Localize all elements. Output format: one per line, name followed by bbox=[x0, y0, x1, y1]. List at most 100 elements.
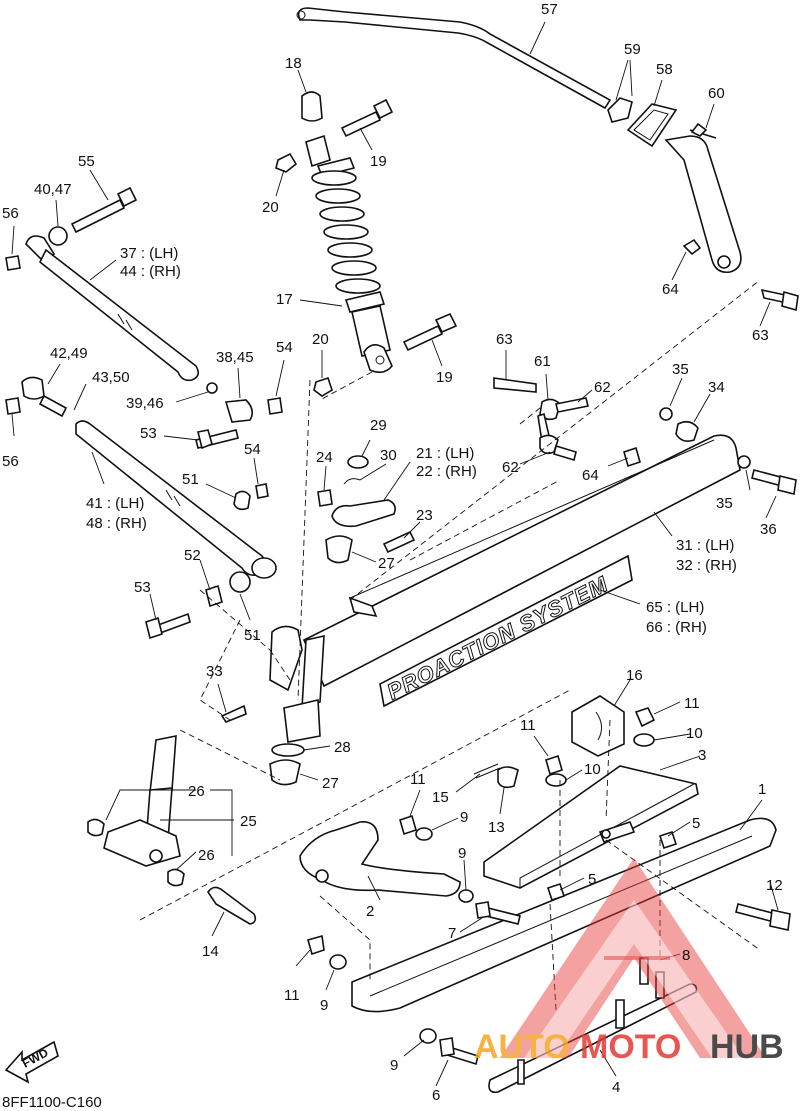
callout-2: 2 bbox=[366, 903, 374, 920]
callout-31-lh: 31 : (LH) bbox=[676, 537, 734, 554]
watermark-part2: MOTO bbox=[580, 1028, 681, 1066]
callout-44-rh: 44 : (RH) bbox=[120, 263, 181, 280]
callout-65-lh: 65 : (LH) bbox=[646, 599, 704, 616]
callout-54-upper: 54 bbox=[276, 339, 293, 356]
callout-15: 15 bbox=[432, 789, 449, 806]
callout-63-right: 63 bbox=[752, 327, 769, 344]
bar-holder bbox=[607, 97, 717, 148]
callout-24: 24 bbox=[316, 449, 333, 466]
callout-11-mid: 11 bbox=[520, 717, 536, 734]
callout-30: 30 bbox=[380, 447, 397, 464]
callout-34: 34 bbox=[708, 379, 725, 396]
callout-28: 28 bbox=[334, 739, 351, 756]
ski-column bbox=[87, 735, 257, 925]
callout-64-top: 64 bbox=[662, 281, 679, 298]
shock-absorber bbox=[301, 91, 393, 374]
callout-29: 29 bbox=[370, 417, 387, 434]
lower-tie-rod bbox=[5, 376, 277, 579]
callout-63-left: 63 bbox=[496, 331, 513, 348]
callout-51-upper: 51 bbox=[182, 471, 199, 488]
watermark-part3: HUB bbox=[710, 1028, 784, 1066]
callout-42-49: 42,49 bbox=[50, 345, 88, 362]
callout-10-upper: 10 bbox=[686, 725, 703, 742]
callout-11-upper-right: 11 bbox=[684, 695, 700, 712]
callout-58: 58 bbox=[656, 61, 673, 78]
callout-25: 25 bbox=[240, 813, 257, 830]
fwd-arrow-icon: FWD bbox=[4, 1040, 59, 1084]
callout-26-lower: 26 bbox=[198, 847, 215, 864]
callout-6: 6 bbox=[432, 1087, 440, 1104]
callout-36: 36 bbox=[760, 521, 777, 538]
callout-57: 57 bbox=[541, 1, 558, 18]
spring-arm bbox=[299, 814, 521, 925]
callout-40-47: 40,47 bbox=[34, 181, 72, 198]
callout-14: 14 bbox=[202, 943, 219, 960]
stabilizer-bar bbox=[296, 7, 612, 110]
callout-60: 60 bbox=[708, 85, 725, 102]
callout-11-lower: 11 bbox=[284, 987, 300, 1004]
bushing-27-upper bbox=[325, 535, 353, 564]
ski-mounts bbox=[473, 695, 699, 889]
callout-43-50: 43,50 bbox=[92, 369, 130, 386]
bolt-63-right bbox=[760, 288, 799, 312]
ball-joint-parts bbox=[317, 455, 416, 554]
callout-53-upper: 53 bbox=[140, 425, 157, 442]
callout-18: 18 bbox=[285, 55, 302, 72]
callout-11-left: 11 bbox=[410, 771, 426, 788]
callout-1: 1 bbox=[758, 781, 766, 798]
suspension-arm bbox=[302, 434, 741, 688]
bushing-27-lower bbox=[269, 759, 301, 786]
leader-lines bbox=[11, 21, 779, 1087]
upper-tie-rod bbox=[5, 186, 200, 382]
callout-39-46: 39,46 bbox=[126, 395, 164, 412]
bolt-19-top bbox=[340, 98, 394, 138]
callout-13: 13 bbox=[488, 819, 505, 836]
callout-3: 3 bbox=[698, 747, 706, 764]
callout-35-lower: 35 bbox=[716, 495, 733, 512]
callout-66-rh: 66 : (RH) bbox=[646, 619, 707, 636]
callout-56-lower: 56 bbox=[2, 453, 19, 470]
ski bbox=[351, 817, 777, 1013]
callout-9-lower-left: 9 bbox=[320, 997, 328, 1014]
link-rod bbox=[493, 377, 589, 462]
callout-5-right: 5 bbox=[692, 815, 700, 832]
callout-61: 61 bbox=[534, 353, 551, 370]
callout-55: 55 bbox=[78, 153, 95, 170]
callout-54-lower: 54 bbox=[244, 441, 261, 458]
callout-10-mid: 10 bbox=[584, 761, 601, 778]
left-fasteners bbox=[145, 382, 283, 640]
callout-4: 4 bbox=[612, 1079, 620, 1096]
callout-62-lower: 62 bbox=[502, 459, 519, 476]
nut-20-bottom bbox=[313, 376, 333, 397]
callout-7: 7 bbox=[448, 925, 456, 942]
callout-20-bottom: 20 bbox=[312, 331, 329, 348]
callout-21-lh: 21 : (LH) bbox=[416, 445, 474, 462]
seal-28 bbox=[271, 743, 305, 757]
callout-16: 16 bbox=[626, 667, 643, 684]
callout-37-lh: 37 : (LH) bbox=[120, 245, 178, 262]
callout-labels: 57 59 58 60 18 19 20 55 40,47 56 37 : (L… bbox=[2, 1, 783, 1104]
watermark-logo: AUTO MOTO HUB bbox=[474, 858, 784, 1066]
callout-38-45: 38,45 bbox=[216, 349, 254, 366]
callout-41-lh: 41 : (LH) bbox=[86, 495, 144, 512]
callout-8: 8 bbox=[682, 947, 690, 964]
callout-9-bottom: 9 bbox=[390, 1057, 398, 1074]
callout-22-rh: 22 : (RH) bbox=[416, 463, 477, 480]
callout-52: 52 bbox=[184, 547, 201, 564]
callout-17: 17 bbox=[276, 291, 293, 308]
spring-coils bbox=[311, 170, 381, 294]
callout-53-lower: 53 bbox=[134, 579, 151, 596]
callout-35-upper: 35 bbox=[672, 361, 689, 378]
nut-20-top bbox=[275, 152, 298, 173]
callout-32-rh: 32 : (RH) bbox=[676, 557, 737, 574]
callout-51-lower: 51 bbox=[244, 627, 261, 644]
right-fasteners bbox=[623, 407, 797, 495]
callout-9-upper: 9 bbox=[460, 809, 468, 826]
bolt-12 bbox=[735, 903, 791, 931]
diagram-code: 8FF1100-C160 bbox=[2, 1094, 102, 1111]
callout-19-top: 19 bbox=[370, 153, 387, 170]
callout-33: 33 bbox=[206, 663, 223, 680]
callout-20-top: 20 bbox=[262, 199, 279, 216]
